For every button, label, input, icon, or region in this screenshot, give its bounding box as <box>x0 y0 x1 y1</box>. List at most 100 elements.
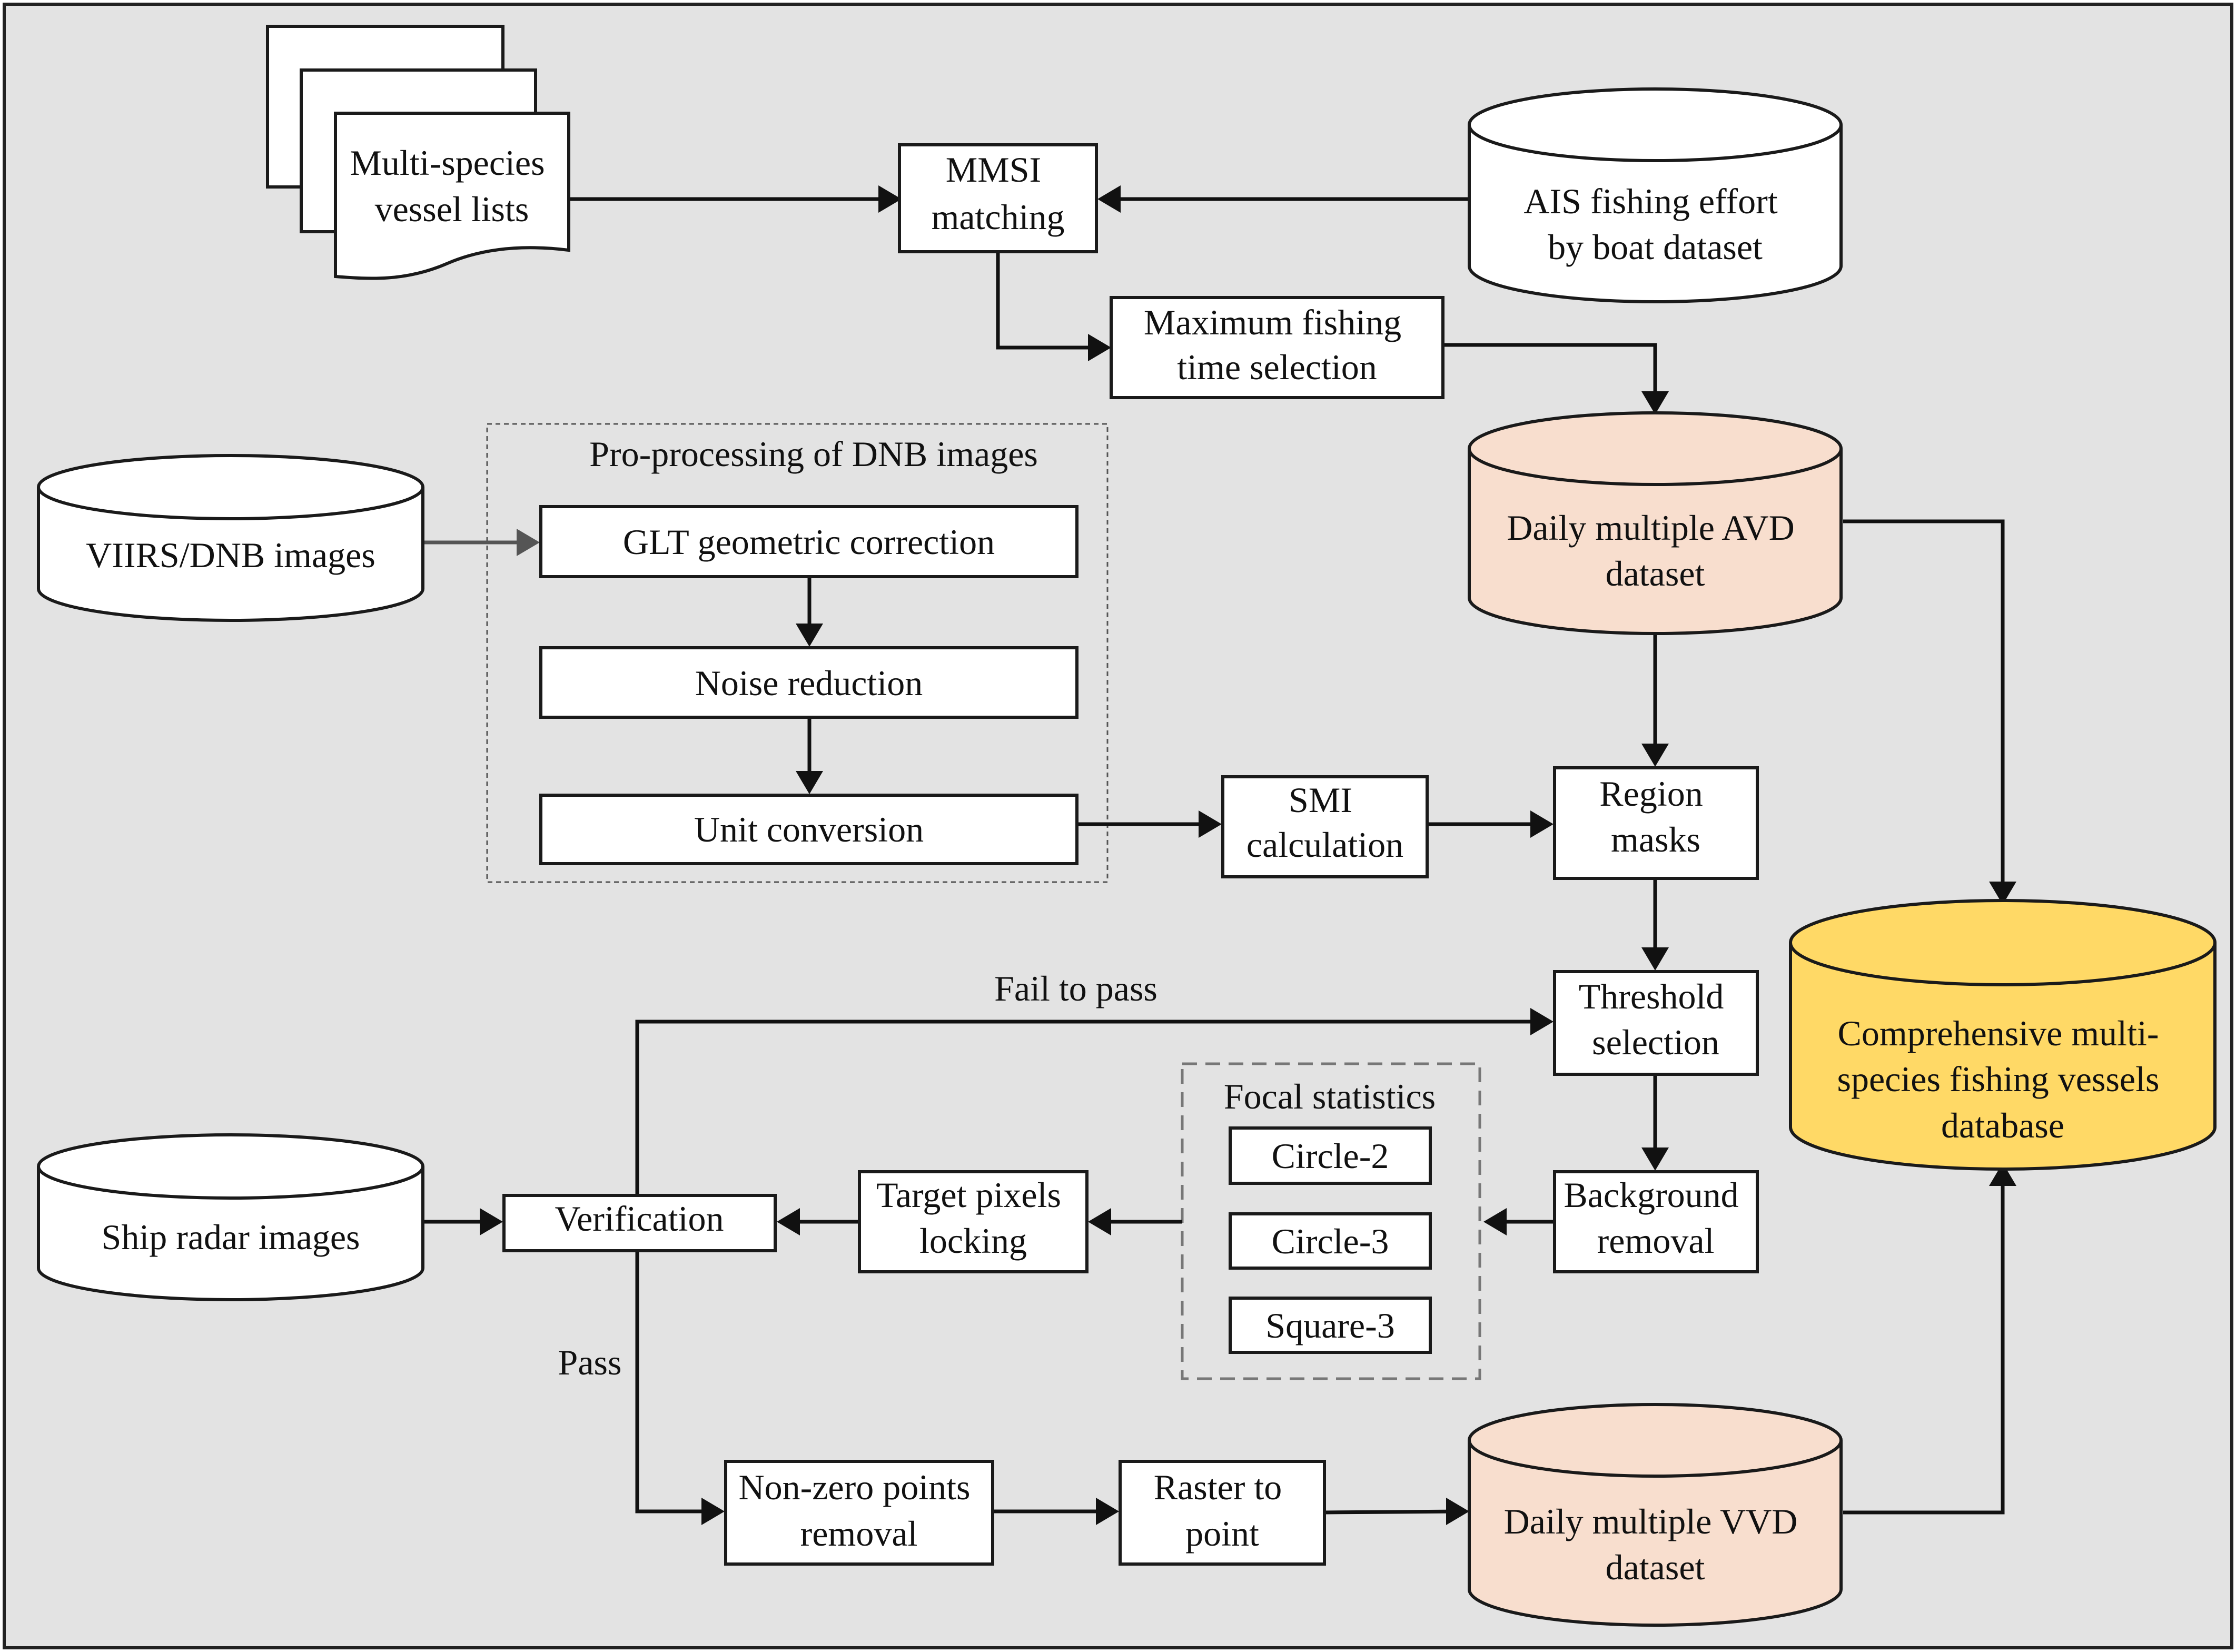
edge-label-pass: Pass <box>558 1342 622 1382</box>
vvd-label-line2: dataset <box>1606 1547 1705 1587</box>
circle-2-node: Circle-2 <box>1229 1126 1432 1185</box>
vessel-lists-label-line1: Multi-species <box>350 143 545 183</box>
arrowhead-focal-to-target <box>1088 1208 1111 1235</box>
arrowhead-ais-to-mmsi <box>1097 185 1121 213</box>
preprocessing-group-title: Pro-processing of DNB images <box>589 434 1038 474</box>
arrowhead-vvd-to-database <box>1989 1163 2016 1186</box>
target-pixels-locking-node: Target pixels locking <box>858 1170 1089 1273</box>
glt-correction-node: GLT geometric correction <box>539 505 1079 578</box>
svg-text:Background removal: Background removal <box>1564 1175 1747 1261</box>
vessel-lists-label-line2: vessel lists <box>375 189 529 229</box>
region-label-line1: Region <box>1599 774 1703 814</box>
arrowhead-lists-to-mmsi <box>878 185 902 213</box>
radar-label: Ship radar images <box>102 1217 360 1257</box>
noise-reduction-node: Noise reduction <box>539 646 1079 719</box>
circle2-label: Circle-2 <box>1272 1136 1389 1176</box>
avd-label-line1: Daily multiple AVD <box>1507 508 1795 548</box>
arrowhead-avd-to-database <box>1989 882 2016 905</box>
arrowhead-smi-to-region <box>1530 810 1554 838</box>
threshold-label-line2: selection <box>1592 1022 1719 1062</box>
svg-text:AIS fishing effort by bo: AIS fishing effort by boat dataset <box>1523 181 1786 267</box>
svg-text:Maximum fishing time sel: Maximum fishing time selection <box>1144 302 1410 387</box>
arrowhead-threshold-to-background <box>1641 1148 1669 1171</box>
arrowhead-background-to-focal <box>1483 1208 1507 1235</box>
arrowhead-noise-to-unit <box>796 771 823 794</box>
database-label-line3: database <box>1941 1105 2064 1145</box>
multi-species-vessel-lists-node: Multi-species vessel lists <box>266 25 570 280</box>
arrowhead-region-to-threshold <box>1641 947 1669 971</box>
database-label-line1: Comprehensive multi- <box>1837 1013 2159 1053</box>
avd-dataset-node: Daily multiple AVD dataset <box>1468 411 1843 635</box>
svg-text:Region masks: Region masks <box>1599 774 1711 859</box>
svg-text:MMSI matching: MMSI matching <box>931 150 1064 237</box>
arrowhead-unit-to-smi <box>1199 810 1222 838</box>
raster-to-point-node: Raster to point <box>1119 1460 1326 1566</box>
target-label-line1: Target pixels <box>876 1175 1061 1215</box>
ais-dataset-node: AIS fishing effort by boat dataset <box>1468 87 1843 303</box>
ship-radar-images-node: Ship radar images <box>37 1133 424 1301</box>
non-zero-points-removal-node: Non-zero points removal <box>724 1460 994 1566</box>
glt-label: GLT geometric correction <box>623 522 995 562</box>
arrowhead-nonzero-to-raster <box>1096 1498 1119 1525</box>
svg-text:Raster to point: Raster to point <box>1154 1467 1291 1554</box>
arrowhead-mmsi-to-maxfishing <box>1088 334 1111 361</box>
ais-label-line1: AIS fishing effort <box>1523 181 1777 221</box>
edge-maxfishing-to-avd <box>1443 343 1657 408</box>
database-label-line2: species fishing vessels <box>1837 1059 2160 1099</box>
mmsi-label-line2: matching <box>931 197 1064 237</box>
avd-label-line2: dataset <box>1606 553 1705 593</box>
background-label-line1: Background <box>1564 1175 1738 1215</box>
edge-verification-fail <box>635 1020 1546 1195</box>
arrowhead-avd-to-region <box>1641 744 1669 767</box>
arrowhead-viirs-to-glt <box>517 529 540 556</box>
verification-label: Verification <box>555 1199 724 1239</box>
max-fishing-time-node: Maximum fishing time selection <box>1110 296 1445 399</box>
svg-text:Daily multiple VVD datas: Daily multiple VVD dataset <box>1504 1501 1807 1587</box>
viirs-label: VIIRS/DNB images <box>86 535 375 575</box>
edge-label-fail-to-pass: Fail to pass <box>994 968 1157 1008</box>
svg-text:Daily multiple AVD datas: Daily multiple AVD dataset <box>1507 508 1804 593</box>
edge-mmsi-to-maxfishing <box>996 252 1106 350</box>
maxfishing-label-line2: time selection <box>1177 347 1377 387</box>
nonzero-label-line2: removal <box>800 1513 918 1554</box>
circle-3-node: Circle-3 <box>1229 1212 1432 1270</box>
unit-label: Unit conversion <box>694 809 924 849</box>
edge-verification-pass <box>635 1251 716 1513</box>
background-label-line2: removal <box>1597 1221 1715 1261</box>
mmsi-label-line1: MMSI <box>946 150 1041 190</box>
raster-label-line1: Raster to <box>1154 1467 1282 1507</box>
edge-vvd-to-database <box>1843 1170 2005 1515</box>
smi-label-line1: SMI <box>1289 780 1352 820</box>
raster-label-line2: point <box>1185 1513 1259 1554</box>
arrowhead-radar-to-verification <box>480 1208 503 1235</box>
arrowhead-target-to-verification <box>777 1208 800 1235</box>
arrowhead-verification-fail <box>1530 1008 1554 1035</box>
noise-label: Noise reduction <box>695 663 923 703</box>
arrowhead-verification-pass <box>701 1498 725 1525</box>
comprehensive-database-node: Comprehensive multi- species fishing ves… <box>1789 899 2217 1171</box>
unit-conversion-node: Unit conversion <box>539 794 1079 865</box>
vvd-label-line1: Daily multiple VVD <box>1504 1501 1798 1541</box>
svg-text:SMI calculation: SMI calculation <box>1246 780 1403 865</box>
target-label-line2: locking <box>919 1221 1027 1261</box>
threshold-label-line1: Threshold <box>1579 976 1724 1016</box>
svg-text:Non-zero points removal: Non-zero points removal <box>738 1467 979 1554</box>
edge-avd-to-database <box>1843 519 2005 898</box>
edge-raster-to-vvd <box>1324 1509 1462 1515</box>
svg-text:Target pixels locking: Target pixels locking <box>876 1175 1070 1261</box>
region-label-line2: masks <box>1611 819 1700 859</box>
svg-text:Comprehensive multi- spe: Comprehensive multi- species fishing ves… <box>1837 1013 2169 1145</box>
region-masks-node: Region masks <box>1553 766 1759 880</box>
smi-label-line2: calculation <box>1246 825 1403 865</box>
viirs-dnb-images-node: VIIRS/DNB images <box>37 454 424 622</box>
square-3-node: Square-3 <box>1229 1297 1432 1354</box>
svg-text:Threshold selection: Threshold selection <box>1579 976 1733 1062</box>
arrowhead-maxfishing-to-avd <box>1641 391 1669 414</box>
vvd-dataset-node: Daily multiple VVD dataset <box>1468 1403 1843 1627</box>
ais-label-line2: by boat dataset <box>1548 227 1763 267</box>
nonzero-label-line1: Non-zero points <box>738 1467 970 1507</box>
svg-text:Multi-species vessel lis: Multi-species vessel lists <box>350 143 553 229</box>
square3-label: Square-3 <box>1265 1305 1394 1346</box>
document-shape-front <box>334 112 570 280</box>
